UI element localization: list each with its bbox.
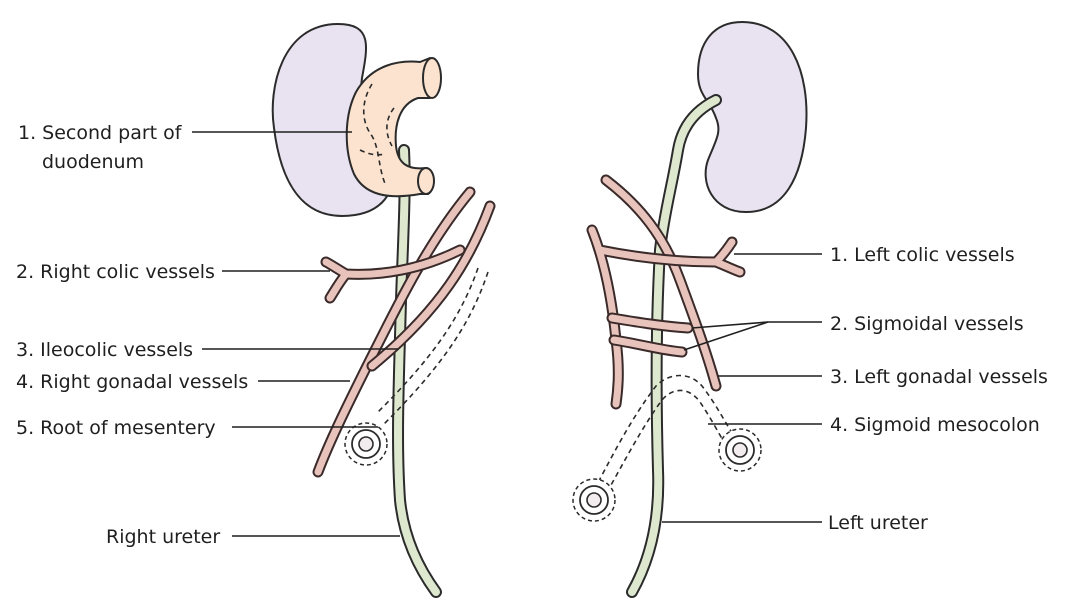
label-sigmoid-mesocolon: 4. Sigmoid mesocolon xyxy=(830,414,1040,436)
leader-lines xyxy=(192,131,822,537)
left-cut-intestine-left xyxy=(572,478,616,522)
leader-sigmoidal-b xyxy=(683,321,769,351)
ileocolic-vessels xyxy=(366,200,496,372)
right-side-panel xyxy=(271,22,496,598)
duodenum-opening-top xyxy=(422,57,442,99)
left-cut-intestine-right xyxy=(718,428,762,472)
left-kidney xyxy=(696,20,808,214)
label-right-gonadal: 4. Right gonadal vessels xyxy=(16,371,248,393)
right-colic-vessels xyxy=(320,244,466,304)
label-right-colic: 2. Right colic vessels xyxy=(16,261,215,283)
label-ileocolic: 3. Ileocolic vessels xyxy=(16,339,193,361)
duodenum-opening-bottom xyxy=(417,167,435,195)
left-labels: 1. Second part of duodenum 2. Right coli… xyxy=(16,122,248,548)
label-right-ureter: Right ureter xyxy=(106,526,220,548)
left-ureter xyxy=(626,94,722,598)
label-duodenum-line1: 1. Second part of xyxy=(18,122,183,144)
left-gonadal-vessels xyxy=(600,174,722,392)
ureter-behind-duodenum xyxy=(362,83,387,187)
root-of-mesentery xyxy=(377,267,479,413)
label-left-gonadal: 3. Left gonadal vessels xyxy=(830,366,1048,388)
right-cut-intestine xyxy=(344,422,388,466)
label-root-mesentery: 5. Root of mesentery xyxy=(16,417,216,439)
right-gonadal-vessels xyxy=(312,186,476,478)
label-duodenum-line2: duodenum xyxy=(42,151,144,173)
label-left-ureter: Left ureter xyxy=(828,512,928,534)
label-left-colic: 1. Left colic vessels xyxy=(830,244,1015,266)
sigmoid-mesocolon xyxy=(589,374,735,499)
label-sigmoidal: 2. Sigmoidal vessels xyxy=(830,313,1024,335)
sigmoidal-vessels xyxy=(606,312,694,358)
right-labels: 1. Left colic vessels 2. Sigmoidal vesse… xyxy=(828,244,1048,534)
left-side-panel xyxy=(572,20,808,598)
right-ureter xyxy=(392,144,442,598)
